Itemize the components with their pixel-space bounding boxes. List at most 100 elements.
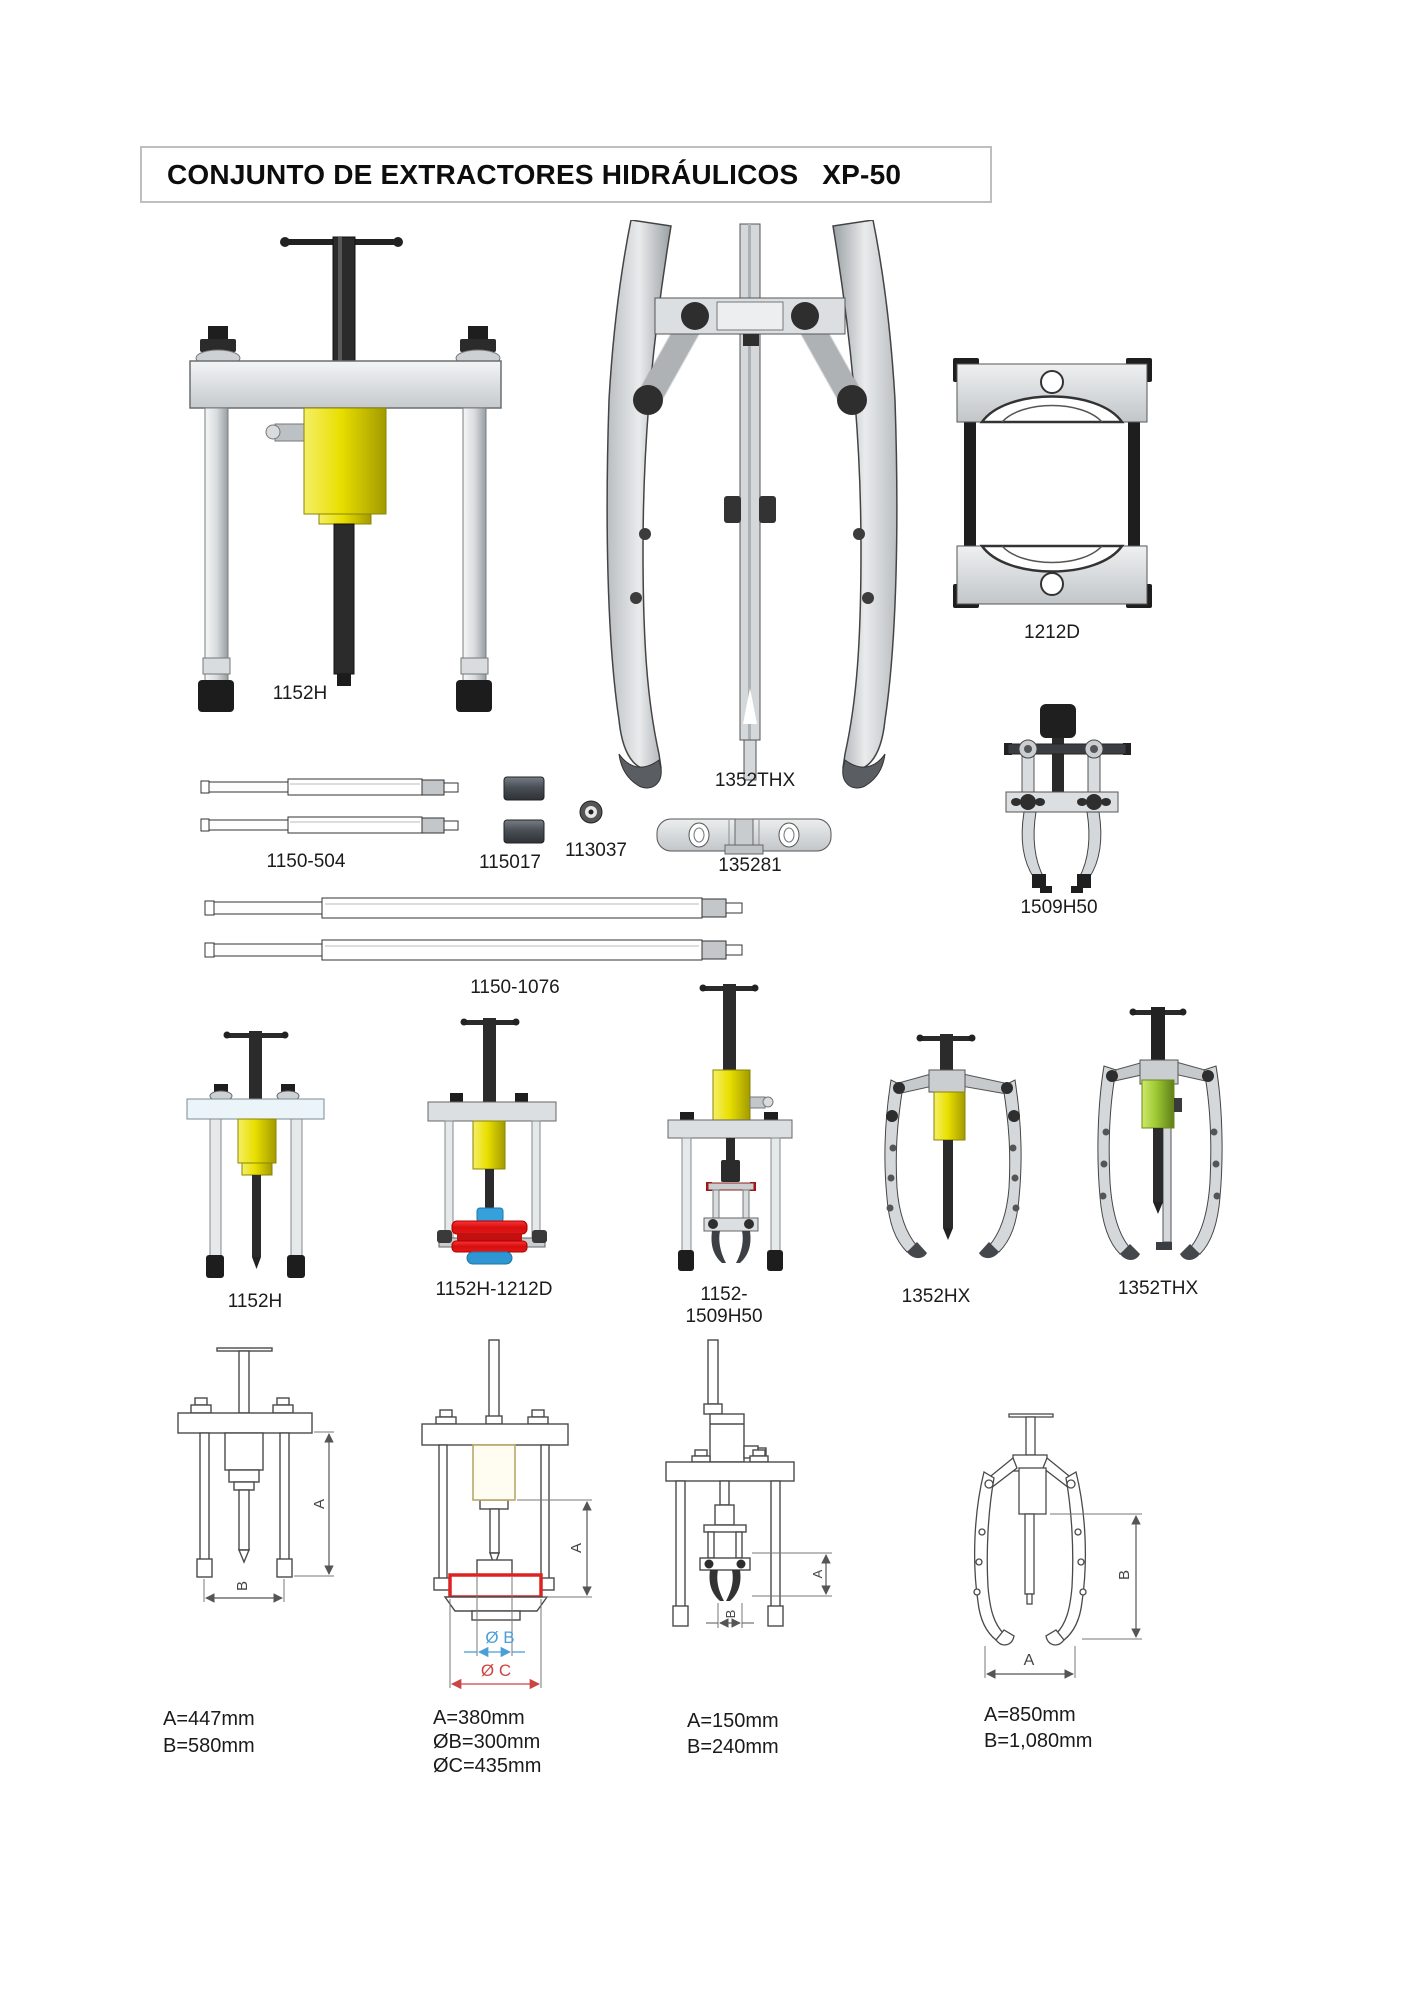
leg-right xyxy=(462,407,487,685)
part-label-1152h-row2: 1152H xyxy=(227,1291,283,1312)
pivot xyxy=(837,385,867,415)
jaw-right xyxy=(1045,1470,1087,1646)
tool-1509h50-illustration xyxy=(1004,704,1131,893)
crossbar xyxy=(427,1101,557,1122)
dimension-drawing-1152h: A B xyxy=(177,1347,334,1603)
hub-blue xyxy=(476,1207,504,1223)
title-box: CONJUNTO DE EXTRACTORES HIDRÁULICOS XP-5… xyxy=(140,146,992,203)
foot-right xyxy=(456,680,492,712)
dimension-drawing-1352thx: B A xyxy=(973,1413,1142,1679)
hydraulic-cylinder-yellow xyxy=(303,407,387,515)
head-block xyxy=(928,1069,966,1093)
pulley-red xyxy=(451,1220,528,1253)
tool-1352thx-illustration xyxy=(606,220,898,789)
tool-1152h-illustration xyxy=(189,236,502,712)
spec-line: A=380mm xyxy=(433,1707,525,1729)
spec-line: A=150mm xyxy=(687,1710,779,1732)
jaw-right xyxy=(1180,1065,1223,1260)
dim-letter-phi-b: Ø B xyxy=(485,1628,514,1647)
page-title: CONJUNTO DE EXTRACTORES HIDRÁULICOS XP-5… xyxy=(167,158,902,190)
part-label-113037: 113037 xyxy=(565,840,627,861)
crossbar xyxy=(667,1119,793,1139)
part-label-1352thx-row2: 1352THX xyxy=(1117,1278,1199,1299)
jaw-left xyxy=(1097,1065,1140,1260)
jaw-left xyxy=(884,1079,927,1259)
dimension-drawing-1152-1509h50: A B xyxy=(665,1339,832,1628)
dim-letter-a: A xyxy=(311,1499,328,1509)
tie-rod-right xyxy=(1128,422,1140,546)
dimension-drawing-1152h-1212d: A Ø B Ø C xyxy=(421,1339,592,1690)
crossbar xyxy=(189,360,502,409)
part-label-1352thx-top: 1352THX xyxy=(714,770,796,791)
eye-hole xyxy=(688,822,710,848)
set-1152-1509h50-illustration xyxy=(667,984,793,1271)
part-label-1152h-1212d: 1152H-1212D xyxy=(435,1279,553,1300)
spec-line: B=240mm xyxy=(687,1736,779,1758)
rod xyxy=(200,778,459,796)
dim-letter-a: A xyxy=(1024,1652,1035,1669)
pivot xyxy=(681,302,709,330)
part-label-135281: 135281 xyxy=(718,855,782,876)
tool-1212d-illustration xyxy=(953,358,1152,608)
jaw-left xyxy=(606,220,672,789)
set-1352thx-illustration xyxy=(1097,1007,1223,1260)
part-label-1509h50: 1509H50 xyxy=(1020,897,1098,918)
dim-letter-b: B xyxy=(1116,1570,1133,1580)
spec-line: B=1,080mm xyxy=(984,1730,1093,1752)
disc-blue xyxy=(466,1251,513,1265)
spec-line: ØC=435mm xyxy=(433,1755,542,1777)
pivot xyxy=(791,302,819,330)
jaw-left xyxy=(1021,811,1052,893)
plate-hole xyxy=(1040,572,1064,596)
puller-bar-135281 xyxy=(656,818,832,855)
part-label-115017: 115017 xyxy=(479,852,541,873)
specs-1152h-1212d: A=380mm ØB=300mm ØC=435mm xyxy=(433,1706,541,1778)
spec-line: A=447mm xyxy=(163,1708,255,1730)
part-label-1150-1076: 1150-1076 xyxy=(470,977,560,998)
set-1152h-illustration xyxy=(186,1031,325,1278)
part-label-1352hx: 1352HX xyxy=(901,1286,971,1307)
hydraulic-cylinder-yellow xyxy=(933,1091,966,1141)
dim-letter-phi-c: Ø C xyxy=(481,1661,511,1680)
bolt-right xyxy=(455,326,501,367)
part-label-1152-1509h50: 1152-1509H50 xyxy=(685,1284,763,1327)
crossbar xyxy=(186,1098,325,1120)
cylinder-outline xyxy=(472,1444,516,1501)
spec-line: A=850mm xyxy=(984,1704,1076,1726)
bolt-left xyxy=(195,326,241,367)
dim-letter-a: A xyxy=(810,1569,825,1578)
jaw-right xyxy=(832,220,898,789)
dim-letter-b: B xyxy=(234,1581,251,1591)
rod xyxy=(204,939,743,961)
plate-hole xyxy=(1040,370,1064,394)
knob xyxy=(1040,704,1076,738)
hydraulic-cylinder-yellow xyxy=(472,1120,506,1170)
part-label-1150-504: 1150-504 xyxy=(266,851,346,872)
part-label-1152h-top: 1152H xyxy=(272,683,328,704)
set-1352hx-illustration xyxy=(884,1034,1022,1259)
adapter-nuts-115017 xyxy=(503,776,545,844)
foot-left xyxy=(198,680,234,712)
set-1152h-1212d-illustration xyxy=(427,1018,557,1265)
hydraulic-cylinder-yellow xyxy=(712,1069,751,1121)
dim-letter-b: B xyxy=(723,1610,738,1619)
extension-rods-1150-504 xyxy=(200,778,459,834)
pulley-outline-red xyxy=(448,1573,543,1599)
extension-rods-1150-1076 xyxy=(204,897,743,961)
specs-1152-1509h50: A=150mm B=240mm xyxy=(687,1708,779,1760)
hydraulic-cylinder-yellow xyxy=(237,1118,277,1164)
spec-line: B=580mm xyxy=(163,1735,255,1757)
spec-line: ØB=300mm xyxy=(433,1731,541,1753)
dim-letter-a: A xyxy=(568,1543,585,1553)
center-rod xyxy=(333,523,355,675)
specs-1152h: A=447mm B=580mm xyxy=(163,1706,255,1760)
jaw-right xyxy=(1071,811,1102,893)
jaw-right xyxy=(979,1079,1022,1259)
rod xyxy=(200,816,459,834)
top-beam xyxy=(1007,743,1127,755)
leg-left xyxy=(204,407,229,685)
tie-rod-left xyxy=(964,422,976,546)
eye-hole xyxy=(778,822,800,848)
jaw-left xyxy=(973,1470,1015,1646)
